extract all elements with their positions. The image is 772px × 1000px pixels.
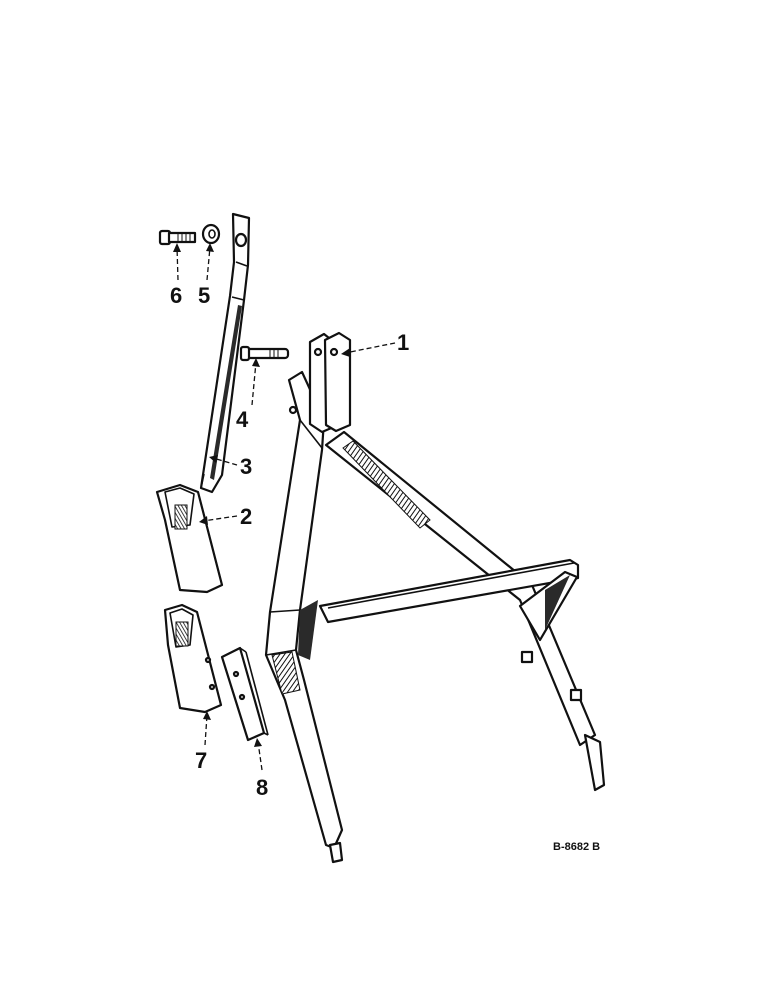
drawing-id: B-8682 B [553,841,600,853]
callout-2: 2 [240,504,252,529]
callout-4: 4 [236,407,249,432]
callout-7: 7 [195,748,207,773]
callout-1: 1 [397,330,409,355]
wear-plate-part [220,646,269,742]
callout-6: 6 [170,283,182,308]
pin-part [239,345,290,362]
leader-lines [173,243,396,771]
spacer-part [201,223,221,245]
bolt-part [158,229,197,246]
callout-8: 8 [256,775,268,800]
frame-part [264,331,606,864]
callout-3: 3 [240,454,252,479]
point-upper-part [155,483,224,594]
standard-bar-part [199,212,251,494]
holder-lower-part [163,603,223,714]
callout-5: 5 [198,283,210,308]
